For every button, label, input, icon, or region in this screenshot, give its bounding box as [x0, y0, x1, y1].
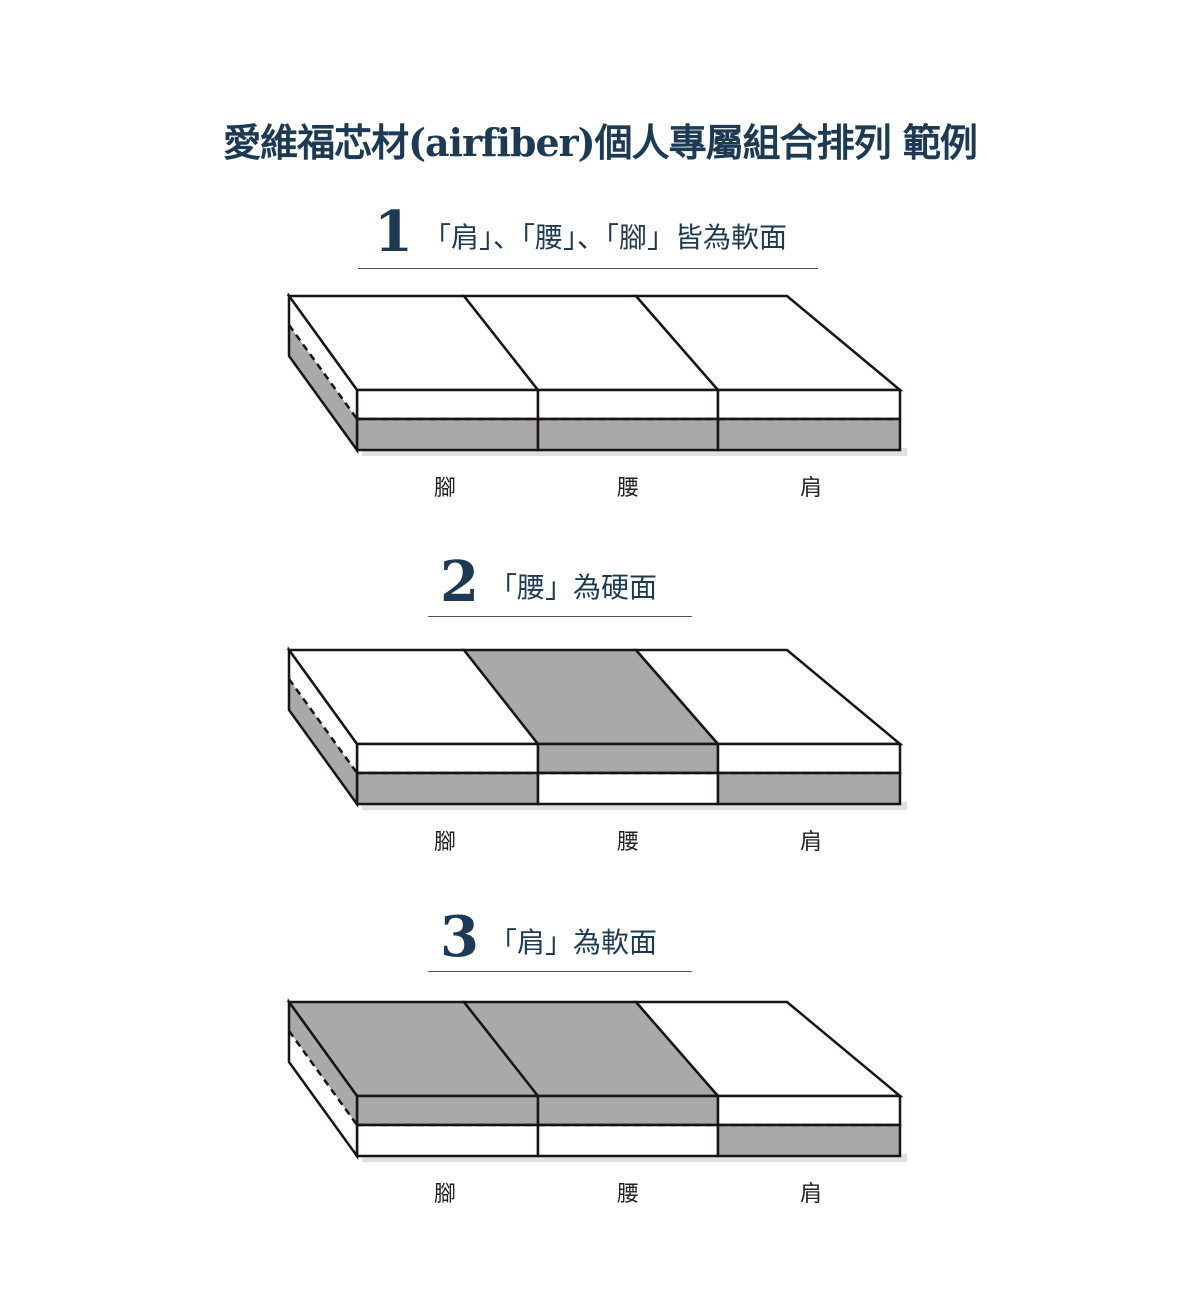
zone-label: 腰: [616, 1182, 640, 1207]
side-outline: [287, 998, 359, 1160]
side-upper-layer: [289, 296, 357, 419]
zone-label: 腳: [433, 1182, 457, 1207]
side-lower-layer: [289, 325, 357, 450]
zone-upper-layer: [355, 742, 540, 775]
zone-lower-layer: [536, 771, 720, 806]
side-lower-layer: [289, 679, 357, 804]
zone-label: 腰: [616, 830, 640, 855]
zone-label: 肩: [799, 1182, 823, 1207]
zone-lower-layer: [716, 1123, 902, 1158]
zone-lower-layer: [536, 1123, 720, 1158]
zone-label: 腳: [433, 476, 457, 501]
mattress-shadow: [362, 802, 907, 810]
mattress-shadow: [362, 1154, 907, 1162]
example-1-heading: 1 「肩」、「腰」、「腳」皆為軟面: [374, 204, 787, 260]
divider: [428, 971, 692, 972]
example-number: 3: [440, 904, 479, 970]
example-3-heading: 3 「肩」為軟面: [440, 909, 657, 965]
zone-upper-layer: [536, 388, 720, 421]
zone-lower-layer: [355, 771, 540, 806]
side-lower-layer: [289, 1031, 357, 1156]
layer-dashed-line: [287, 1030, 359, 1126]
page-title: 愛維福芯材(airfiber)個人專屬組合排列 範例: [223, 120, 978, 165]
layer-dashed-line: [287, 678, 359, 774]
zone-label: 肩: [799, 830, 823, 855]
zone-lower-layer: [355, 1123, 540, 1158]
zone-upper-layer: [536, 1094, 720, 1127]
divider: [428, 616, 692, 617]
example-2-heading: 2 「腰」為硬面: [440, 554, 657, 610]
example-description: 「肩」為軟面: [488, 926, 657, 959]
zone-label: 腰: [616, 476, 640, 501]
example-description: 「肩」、「腰」、「腳」皆為軟面: [422, 221, 787, 254]
divider: [358, 268, 818, 269]
side-outline: [287, 292, 359, 454]
zone-lower-layer: [716, 771, 902, 806]
layer-dashed-line: [287, 324, 359, 420]
side-outline: [287, 646, 359, 808]
zone-label: 腳: [433, 830, 457, 855]
example-number: 1: [374, 199, 413, 265]
zone-upper-layer: [355, 1094, 540, 1127]
zone-upper-layer: [536, 742, 720, 775]
zone-upper-layer: [355, 388, 540, 421]
zone-lower-layer: [716, 417, 902, 452]
zone-upper-layer: [716, 742, 902, 775]
side-upper-layer: [289, 650, 357, 773]
example-number: 2: [440, 549, 479, 615]
zone-upper-layer: [716, 388, 902, 421]
zone-label: 肩: [799, 476, 823, 501]
mattress-shadow: [362, 448, 907, 456]
zone-lower-layer: [536, 417, 720, 452]
side-upper-layer: [289, 1002, 357, 1125]
example-description: 「腰」為硬面: [488, 571, 657, 604]
zone-upper-layer: [716, 1094, 902, 1127]
zone-lower-layer: [355, 417, 540, 452]
